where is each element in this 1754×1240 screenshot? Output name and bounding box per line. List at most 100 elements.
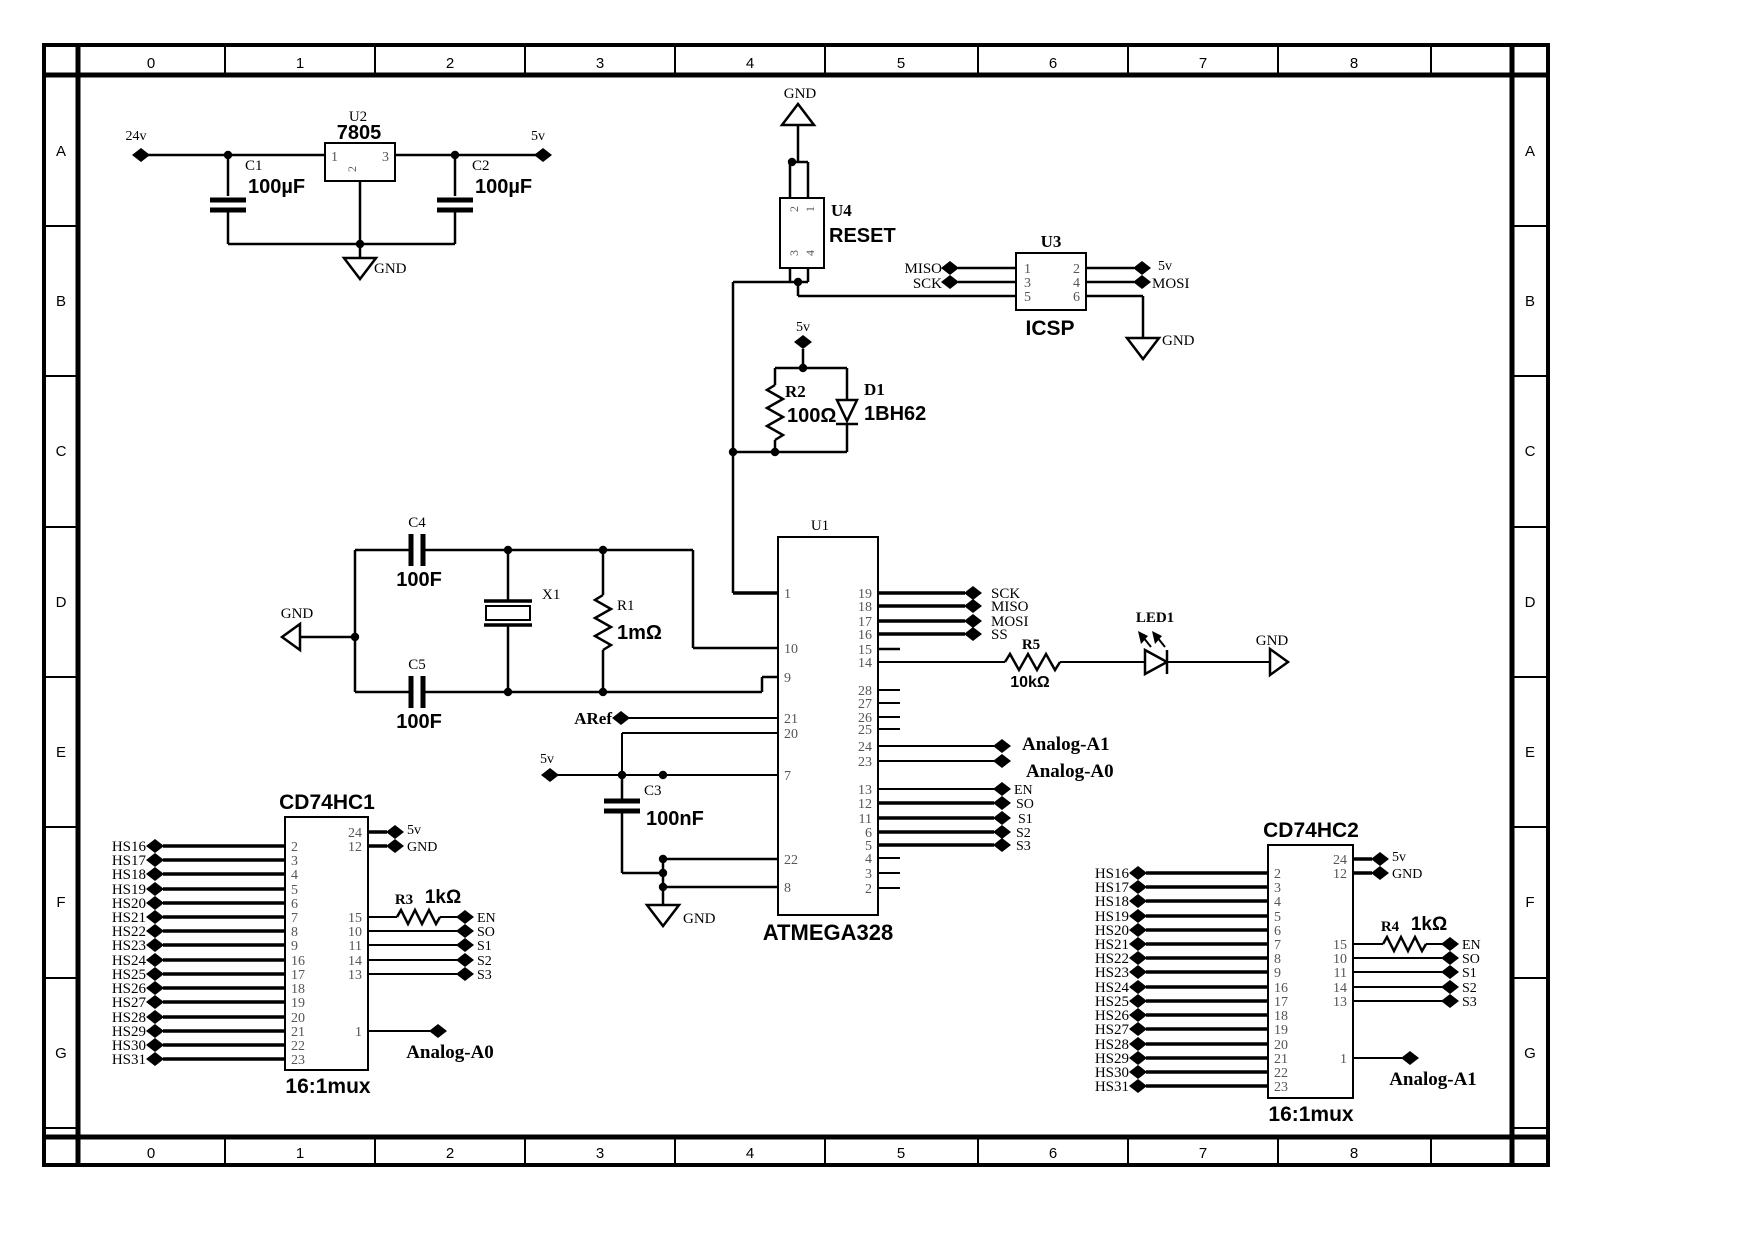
net-diamond [146, 882, 164, 896]
net-diamond [456, 953, 474, 967]
net-diamond [456, 910, 474, 924]
col-label: 4 [746, 1145, 754, 1162]
net-label: 5v [1392, 850, 1406, 865]
col-label: 0 [147, 1145, 155, 1162]
ref-label: R3 [395, 892, 413, 908]
gnd-symbol [1125, 336, 1161, 361]
row-label: C [56, 443, 67, 460]
net-label: S1 [1462, 966, 1477, 981]
pin-label: 8 [1274, 952, 1281, 967]
net-label: 5v [407, 823, 421, 838]
icsp-section: U3 ICSP 1 3 5 2 4 6 MISO SCK 5v MOSI GND [904, 232, 1195, 361]
value-label: 100nF [646, 808, 704, 830]
net-diamond [1401, 1051, 1419, 1065]
pin-label: 3 [865, 867, 872, 882]
net-label: S3 [1462, 995, 1477, 1010]
col-label: 5 [897, 1145, 905, 1162]
pin-label: 15 [858, 643, 872, 658]
ref-label: U3 [1041, 232, 1062, 251]
row-labels-right: A B C D E F G [1524, 143, 1536, 1062]
pin-label: 1 [1340, 1052, 1347, 1067]
row-label: F [56, 894, 65, 911]
gnd-symbol [342, 256, 378, 281]
power-supply-section: 24v 5v U2 7805 1 3 2 C1 100µF C2 100µF G… [126, 109, 552, 281]
gnd-label: GND [281, 606, 314, 622]
pin-label: 25 [858, 723, 872, 738]
row-label: F [1525, 894, 1534, 911]
net-diamond [456, 938, 474, 952]
pin-label: 22 [784, 853, 798, 868]
net-label: S3 [477, 968, 492, 983]
net-diamond [993, 754, 1011, 768]
net-label: HS19 [1095, 909, 1129, 925]
pin-label: 19 [1274, 1023, 1288, 1038]
mux2-body [1267, 844, 1354, 1099]
gnd-symbol [645, 903, 681, 928]
net-diamond [1129, 965, 1147, 979]
pin-label: 1 [1024, 262, 1031, 277]
row-label: E [1525, 744, 1535, 761]
net-diamond [612, 711, 630, 725]
net-label: SCK [991, 586, 1020, 602]
net-diamond [386, 839, 404, 853]
pin-label: 6 [291, 897, 298, 912]
mux2-right: 24 12 5v GND R4 1kΩ 15 10 11 14 13 EN SO… [1333, 850, 1481, 1090]
net-diamond [386, 825, 404, 839]
net-label: S2 [1462, 981, 1477, 996]
net-label: MOSI [991, 614, 1029, 630]
net-diamond [1441, 994, 1459, 1008]
net-label: Analog-A0 [406, 1042, 494, 1063]
net-label: HS30 [112, 1038, 146, 1054]
net-diamond [146, 1038, 164, 1052]
ref-label: X1 [542, 587, 560, 603]
net-label: 5v [1158, 259, 1172, 274]
pin-label: 20 [291, 1011, 305, 1026]
pin-label: 11 [349, 939, 362, 954]
net-label: SO [477, 925, 495, 940]
pin-label: 12 [858, 797, 872, 812]
col-label: 2 [446, 1145, 454, 1162]
pin-label: 22 [1274, 1066, 1288, 1081]
col-label: 2 [446, 55, 454, 72]
net-label: HS18 [1095, 894, 1129, 910]
net-label: HS19 [112, 882, 146, 898]
crystal-body [485, 605, 531, 621]
ref-label: R4 [1381, 919, 1400, 935]
pin-label: 9 [784, 671, 791, 686]
net-diamond [534, 148, 552, 162]
pin-label: 4 [1073, 276, 1080, 291]
col-label: 4 [746, 55, 754, 72]
pin-label: 7 [1274, 938, 1281, 953]
row-labels-left: A B C D E F G [55, 143, 67, 1062]
pin-label: 3 [1024, 276, 1031, 291]
part-label: ICSP [1025, 317, 1074, 340]
net-diamond [1133, 275, 1151, 289]
net-diamond [146, 1010, 164, 1024]
gnd-label: GND [374, 261, 407, 277]
drawing-frame: 0 1 2 3 4 5 6 7 8 0 1 2 3 4 5 6 7 8 A B … [42, 43, 1550, 1167]
net-diamond [1129, 880, 1147, 894]
net-diamond [964, 586, 982, 600]
net-label: ARef [574, 709, 612, 728]
net-diamond [146, 867, 164, 881]
value-label: 1kΩ [1411, 914, 1447, 935]
net-diamond [146, 995, 164, 1009]
net-diamond [429, 1024, 447, 1038]
net-label: S1 [477, 939, 492, 954]
pin-label: 23 [1274, 1080, 1288, 1095]
net-label: HS27 [1095, 1022, 1130, 1038]
gnd-label: GND [784, 86, 817, 102]
net-diamond [1129, 909, 1147, 923]
pin-label: 6 [865, 826, 872, 841]
value-label: 1mΩ [617, 622, 662, 644]
pin-label: 4 [1274, 895, 1281, 910]
regulator-7805-body [324, 142, 396, 182]
junction-dot [658, 868, 668, 878]
ref-label: R1 [617, 598, 635, 614]
value-label: 100Ω [787, 405, 836, 427]
net-label: HS21 [112, 910, 146, 926]
gnd-label: GND [407, 840, 437, 855]
net-label: HS20 [1095, 923, 1129, 939]
